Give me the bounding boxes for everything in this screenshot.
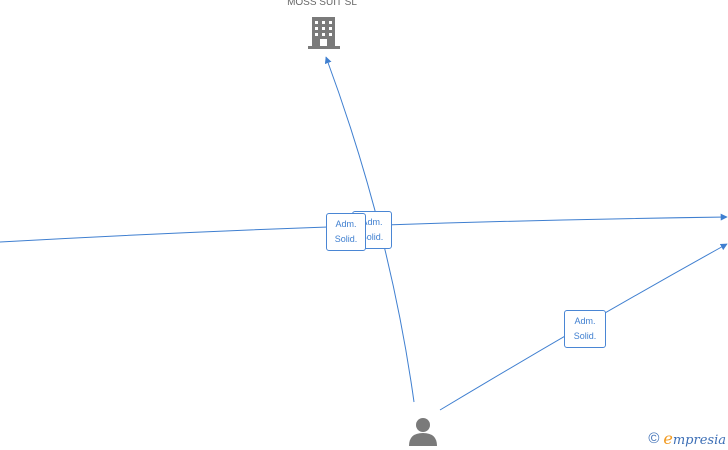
edge-label-line1: Adm.: [574, 316, 596, 326]
brand-initial: e: [663, 428, 673, 448]
edge-label-to-right: Adm. Solid.: [564, 310, 606, 348]
edge-label-line1: Adm.: [335, 219, 357, 229]
edge-label-to-company: Adm. Solid.: [326, 213, 366, 251]
edge-label-line2: Solid.: [360, 232, 384, 242]
footer-branding: © empresia: [648, 429, 726, 448]
building-icon[interactable]: [308, 17, 340, 49]
brand-name: mpresia: [672, 432, 726, 448]
edge-label-line2: Solid.: [573, 331, 597, 341]
copyright-symbol: ©: [648, 429, 660, 447]
edge-label-line2: Solid.: [334, 234, 358, 244]
brand-logo: empresia: [663, 429, 726, 448]
person-icon[interactable]: [409, 418, 437, 446]
edge-label-line1: Adm.: [361, 217, 383, 227]
company-node-label[interactable]: MOSS SUIT SL: [287, 0, 357, 8]
